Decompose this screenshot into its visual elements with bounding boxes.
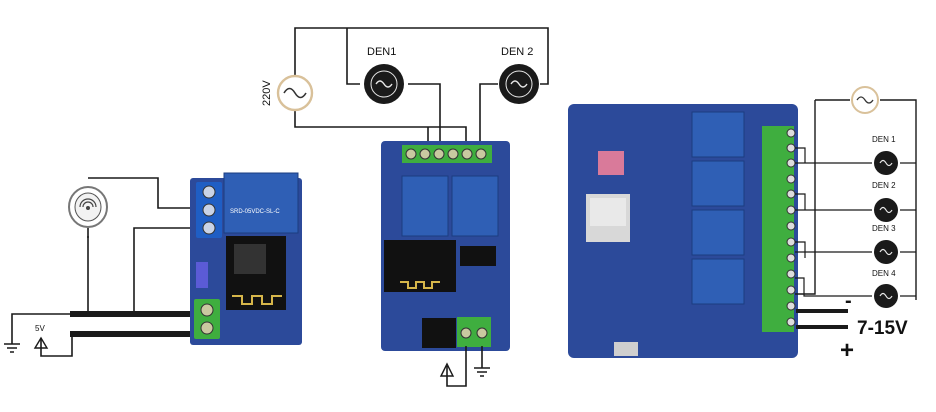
right-power-wire-pos bbox=[796, 325, 848, 329]
right-wire-link-1 bbox=[795, 147, 806, 163]
mid-relay-2 bbox=[451, 175, 499, 237]
left-ground-icon bbox=[4, 343, 20, 353]
left-wire-bulb-top bbox=[88, 177, 200, 209]
right-ac-source-icon bbox=[851, 86, 879, 114]
right-lamp-2-label: DEN 2 bbox=[872, 181, 896, 190]
right-relay-board bbox=[568, 104, 798, 358]
right-usb-port bbox=[614, 342, 638, 356]
mid-wire-top bbox=[294, 27, 549, 95]
right-relay-3 bbox=[691, 209, 745, 256]
mid-ground-icon bbox=[474, 367, 490, 377]
right-wire-phase bbox=[815, 99, 917, 300]
mid-wire-den2-right bbox=[540, 78, 549, 85]
left-relay-module: SRD-05VDC-SL-C bbox=[190, 172, 302, 345]
right-lamp-4-icon bbox=[874, 284, 898, 308]
mid-wire-source-bottom bbox=[294, 109, 467, 147]
right-power-wire-neg bbox=[796, 309, 848, 313]
mid-lamp-1-label: DEN1 bbox=[367, 46, 396, 58]
middle-circuit: 220V DEN1 DEN 2 bbox=[261, 27, 549, 387]
mid-lamp-2-icon bbox=[499, 64, 539, 104]
right-dip-switch bbox=[598, 151, 624, 175]
right-minus-sign: - bbox=[845, 290, 852, 312]
mid-lamp-1-icon bbox=[364, 64, 404, 104]
mid-wire-den1-left bbox=[346, 28, 360, 85]
right-lamp-3-icon bbox=[874, 240, 898, 264]
left-bus-bottom bbox=[70, 331, 198, 337]
mid-esp-module bbox=[384, 240, 456, 292]
mid-relay-board bbox=[381, 141, 510, 351]
right-voltage-label: 7-15V bbox=[857, 318, 908, 339]
right-wire-neutral bbox=[795, 100, 816, 295]
right-lamp-1-label: DEN 1 bbox=[872, 135, 896, 144]
mid-supply-arrow-icon bbox=[439, 362, 455, 377]
right-relay-2 bbox=[691, 160, 745, 207]
right-plus-sign: + bbox=[840, 337, 854, 364]
mid-wire-den2-left bbox=[479, 83, 498, 147]
mid-ac-source-icon bbox=[276, 74, 314, 112]
right-relay-1 bbox=[691, 111, 745, 158]
right-circuit: DEN 1 DEN 2 DEN 3 DEN 4 - 7-15V + bbox=[568, 86, 917, 364]
right-wire-lamp-4 bbox=[795, 277, 916, 297]
left-5v-wire bbox=[40, 334, 73, 357]
right-relay-4 bbox=[691, 258, 745, 305]
left-bus-top bbox=[70, 311, 198, 317]
left-5v-label: 5V bbox=[35, 324, 45, 333]
right-lamp-2-icon bbox=[874, 198, 898, 222]
right-lamp-1-icon bbox=[874, 151, 898, 175]
mid-relay-1 bbox=[401, 175, 449, 237]
right-terminal-screws bbox=[786, 128, 796, 327]
mid-lamp-2-label: DEN 2 bbox=[501, 46, 533, 58]
left-bulb-icon bbox=[68, 186, 108, 228]
right-wire-link-3 bbox=[795, 241, 806, 258]
right-wire-link-2 bbox=[795, 193, 806, 210]
right-lamp-3-label: DEN 3 bbox=[872, 224, 896, 233]
left-ground-wire bbox=[11, 313, 70, 344]
left-relay bbox=[223, 172, 299, 234]
mid-header-pins bbox=[422, 318, 456, 348]
left-wire-relay-com bbox=[133, 227, 200, 314]
left-header-pins bbox=[196, 262, 208, 288]
left-relay-marking: SRD-05VDC-SL-C bbox=[230, 209, 280, 215]
mid-power-wire bbox=[446, 346, 467, 387]
left-circuit: 5V SRD-05VDC-SL-C bbox=[4, 172, 302, 357]
mid-source-label: 220V bbox=[261, 80, 273, 106]
mid-wire-den1-right bbox=[408, 83, 441, 147]
right-lamp-4-label: DEN 4 bbox=[872, 269, 896, 278]
left-power-terminal bbox=[194, 299, 220, 339]
left-5v-arrow-icon bbox=[33, 336, 49, 349]
